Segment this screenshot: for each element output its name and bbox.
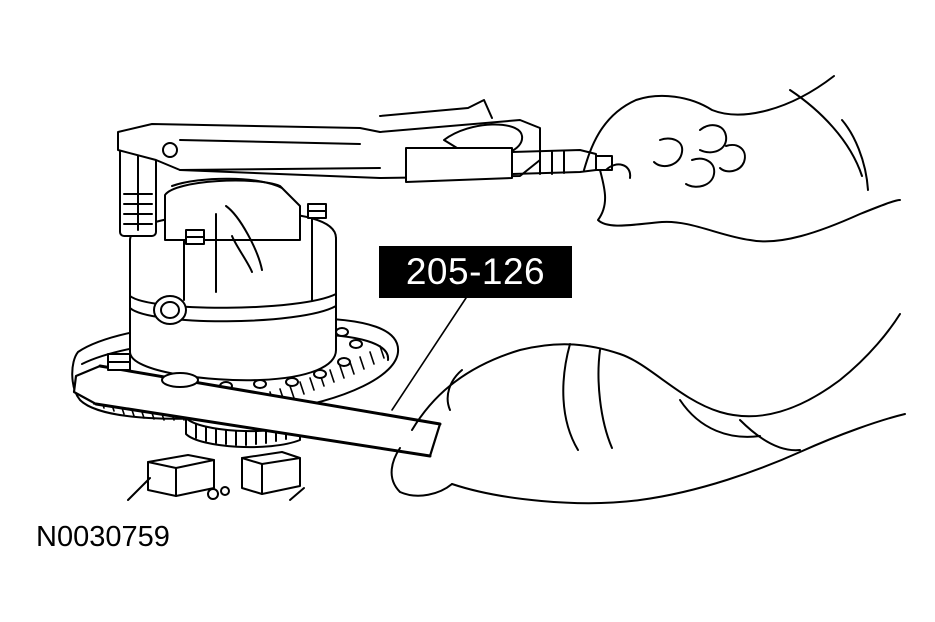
- left-hand: [390, 313, 906, 505]
- figure-id-caption: N0030759: [36, 521, 170, 553]
- label-leader-line: [391, 297, 467, 411]
- torque-wrench: [117, 99, 613, 183]
- tool-number-label: 205-126: [379, 246, 572, 298]
- lower-hub: [185, 417, 301, 449]
- support-fixture: [127, 451, 305, 501]
- straight-edge-tool: [72, 353, 442, 458]
- differential-case: [129, 177, 337, 382]
- right-hand: [583, 75, 901, 243]
